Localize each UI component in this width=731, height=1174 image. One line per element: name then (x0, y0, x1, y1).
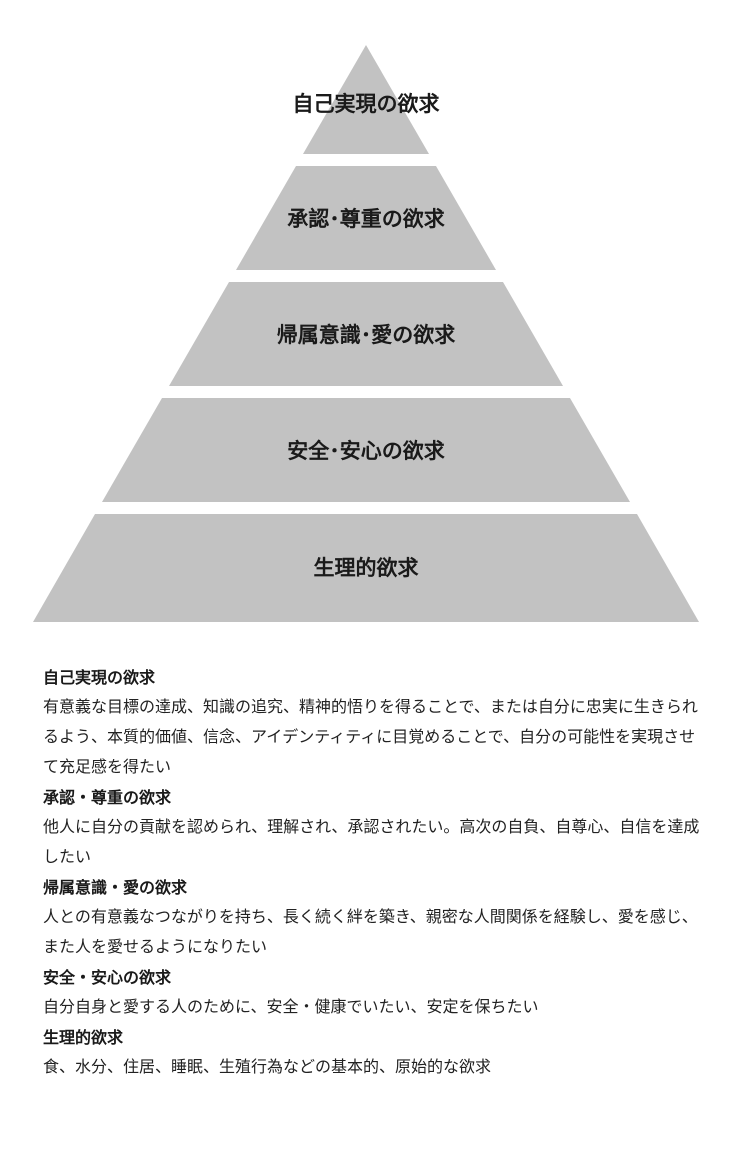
pyramid-tier-3-label: 帰属意識･愛の欲求 (277, 323, 456, 347)
description-body: 人との有意義なつながりを持ち、長く続く絆を築き、親密な人間関係を経験し、愛を感じ… (43, 907, 698, 956)
description-body: 他人に自分の貢献を認められ、理解され、承認されたい。高次の自負、自尊心、自信を達… (43, 817, 700, 866)
pyramid-tier-4-label: 安全･安心の欲求 (287, 439, 445, 463)
maslow-pyramid: 自己実現の欲求 承認･尊重の欲求 帰属意識･愛の欲求 安全･安心の欲求 生理的欲… (33, 45, 699, 622)
pyramid-tier-5 (33, 514, 699, 622)
pyramid-tier-1 (303, 45, 429, 154)
description-block-physiological: 生理的欲求 食、水分、住居、睡眠、生殖行為などの基本的、原始的な欲求 (43, 1024, 703, 1084)
pyramid-tier-1-label: 自己実現の欲求 (293, 92, 440, 116)
pyramid-tier-2-label: 承認･尊重の欲求 (287, 207, 445, 231)
pyramid-tier-4 (102, 398, 630, 502)
description-title: 安全・安心の欲求 (43, 968, 172, 987)
pyramid-tier-5-label: 生理的欲求 (314, 556, 419, 580)
description-title: 帰属意識・愛の欲求 (43, 878, 188, 897)
description-title: 自己実現の欲求 (43, 668, 156, 687)
pyramid-tier-3 (169, 282, 563, 386)
pyramid-tier-2 (236, 166, 496, 270)
needs-descriptions: 自己実現の欲求 有意義な目標の達成、知識の追究、精神的悟りを得ることで、または自… (43, 664, 703, 1084)
description-block-self-actualization: 自己実現の欲求 有意義な目標の達成、知識の追究、精神的悟りを得ることで、または自… (43, 664, 703, 784)
description-block-esteem: 承認・尊重の欲求 他人に自分の貢献を認められ、理解され、承認されたい。高次の自負… (43, 784, 703, 874)
description-block-safety: 安全・安心の欲求 自分自身と愛する人のために、安全・健康でいたい、安定を保ちたい (43, 964, 703, 1024)
description-title: 生理的欲求 (43, 1028, 124, 1047)
description-body: 食、水分、住居、睡眠、生殖行為などの基本的、原始的な欲求 (43, 1057, 492, 1076)
description-body: 自分自身と愛する人のために、安全・健康でいたい、安定を保ちたい (43, 997, 539, 1016)
description-title: 承認・尊重の欲求 (43, 788, 172, 807)
description-block-belonging: 帰属意識・愛の欲求 人との有意義なつながりを持ち、長く続く絆を築き、親密な人間関… (43, 874, 703, 964)
description-body: 有意義な目標の達成、知識の追究、精神的悟りを得ることで、または自分に忠実に生きら… (43, 697, 698, 776)
